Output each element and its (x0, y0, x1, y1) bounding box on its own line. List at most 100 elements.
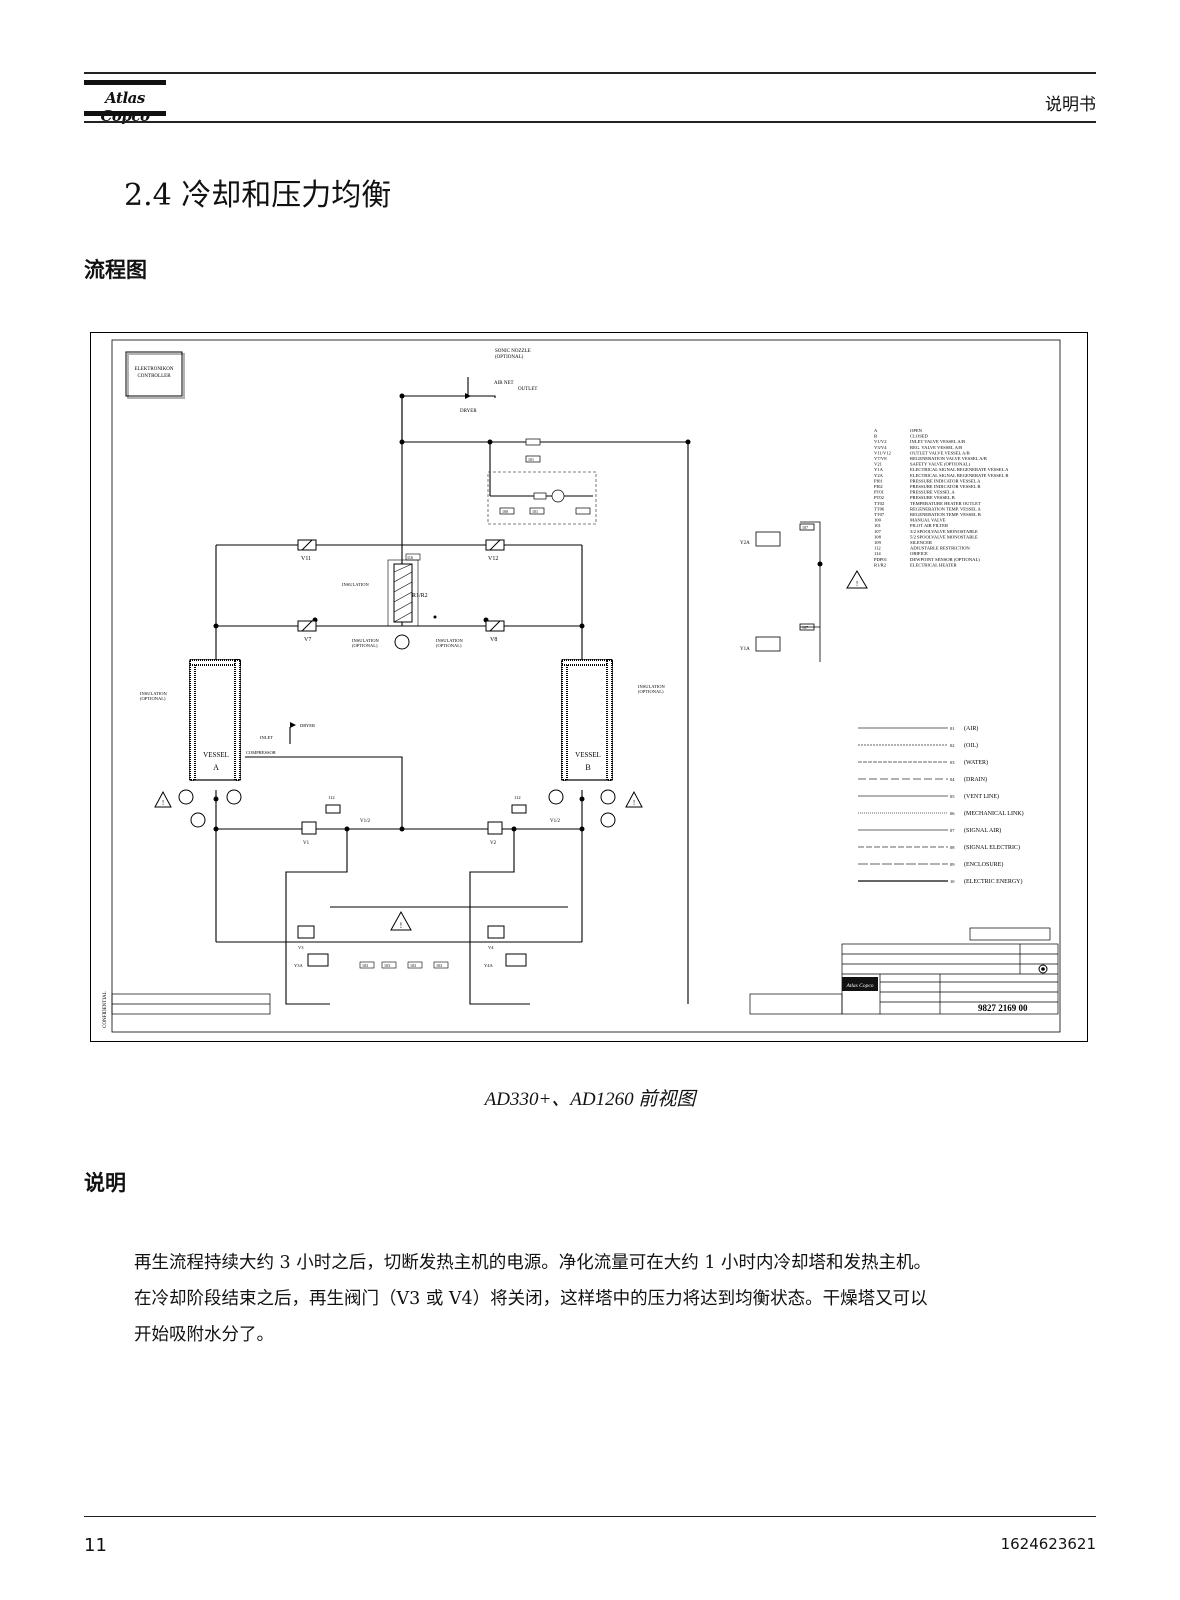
svg-text:103: 103 (436, 963, 442, 968)
svg-text:INSULATION: INSULATION (436, 638, 463, 643)
legend-description: ELECTRICAL SIGNAL REGENERATE VESSEL B (910, 473, 1008, 478)
legend-code: 108 (874, 534, 882, 539)
svg-text:Y1A: Y1A (740, 647, 750, 652)
line-type-code: 04 (950, 777, 955, 782)
page-number: 11 (84, 1535, 107, 1556)
svg-text:INSULATION: INSULATION (352, 638, 379, 643)
legend-description: OPEN (910, 428, 923, 433)
line-type-code: 03 (950, 760, 955, 765)
legend-description: SAFETY VALVE (OPTIONAL) (910, 462, 970, 467)
header-bottom-rule (84, 121, 1096, 123)
svg-text:V1: V1 (303, 841, 310, 846)
svg-text:SONIC NOZZLE: SONIC NOZZLE (495, 349, 531, 354)
description-line: 在冷却阶段结束之后，再生阀门（V3 或 V4）将关闭，这样塔中的压力将达到均衡状… (134, 1289, 928, 1309)
document-number: 1624623621 (1000, 1535, 1096, 1553)
svg-text:V3: V3 (298, 945, 304, 950)
drawing-number: 9827 2169 00 (978, 1003, 1028, 1013)
legend-description: MANUAL VALVE (910, 518, 946, 523)
legend-code: TT02 (874, 501, 885, 506)
legend-description: SILENCER (910, 540, 933, 545)
legend-code: TT07 (874, 512, 885, 517)
inlet-valves (301, 804, 527, 835)
legend-code: V21 (874, 462, 883, 467)
svg-text:V2: V2 (490, 841, 497, 846)
vessel-a (189, 659, 241, 781)
svg-text:103: 103 (362, 963, 368, 968)
enclosure-components (499, 438, 591, 515)
svg-text:(OPTIONAL): (OPTIONAL) (638, 689, 664, 694)
vessel-a-label-1: VESSEL (203, 751, 229, 759)
svg-text:!: ! (400, 921, 403, 930)
svg-text:DRYER: DRYER (300, 723, 315, 728)
svg-text:!: ! (856, 580, 858, 588)
svg-text:116: 116 (407, 555, 413, 560)
junction-dots (213, 393, 823, 832)
section-title: 2.4 冷却和压力均衡 (124, 178, 392, 213)
logo-text: Atlas Copco (100, 89, 150, 125)
line-type-legend: 01(AIR)02(OIL)03(WATER)04(DRAIN)05(VENT … (858, 725, 1024, 885)
description-heading: 说明 (84, 1171, 126, 1195)
svg-text:INLET: INLET (260, 735, 273, 740)
legend-description: PRESSURE VESSEL B (910, 495, 955, 500)
svg-text:107: 107 (802, 525, 808, 530)
diagram-outer-border (90, 332, 1088, 1042)
line-type-code: 01 (950, 726, 955, 731)
line-type-code: 02 (950, 743, 955, 748)
svg-text:DRYER: DRYER (460, 409, 477, 414)
svg-text:(OPTIONAL): (OPTIONAL) (436, 643, 462, 648)
valve-v12-label: V12 (488, 556, 498, 562)
svg-text:107: 107 (802, 625, 808, 630)
svg-text:Y3A: Y3A (294, 963, 303, 968)
legend-code: PDP01 (874, 557, 888, 562)
svg-text:112: 112 (514, 795, 521, 800)
line-type-label: (AIR) (964, 725, 978, 732)
legend-code: R1/R2 (874, 562, 887, 567)
document-type-label: 说明书 (1045, 95, 1096, 115)
purge-valves (297, 925, 527, 967)
svg-text:INSULATION: INSULATION (342, 582, 369, 587)
legend-description: ELECTRICAL SIGNAL REGENERATE VESSEL A (910, 467, 1009, 472)
svg-text:(OPTIONAL): (OPTIONAL) (140, 696, 166, 701)
svg-text:OUTLET: OUTLET (518, 387, 537, 392)
legend-description: PRESSURE INDICATOR VESSEL B (910, 484, 981, 489)
vessel-b (561, 659, 613, 781)
svg-text:101: 101 (532, 509, 538, 514)
legend-description: REGENERATION TEMP. VESSEL A (910, 506, 982, 511)
legend-code: 107 (874, 529, 882, 534)
svg-text:(OPTIONAL): (OPTIONAL) (352, 643, 378, 648)
legend-code: PI01 (874, 478, 883, 483)
flow-diagram: ELEKTRONIKON CONTROLLER (90, 332, 1088, 1042)
air-piping (215, 377, 689, 1005)
svg-text:V1/2: V1/2 (360, 819, 371, 824)
heater-r1r2 (387, 559, 419, 627)
svg-text:V4: V4 (488, 945, 494, 950)
svg-text:AIR NET: AIR NET (494, 381, 514, 386)
line-type-label: (DRAIN) (964, 776, 987, 783)
diagram-inner-border (111, 339, 1061, 1033)
line-type-label: (OIL) (964, 742, 978, 749)
legend-code: 100 (874, 518, 882, 523)
legend-description: TEMPERATURE HEATER OUTLET (910, 501, 981, 506)
svg-text:(OPTIONAL): (OPTIONAL) (495, 355, 524, 360)
heater-label: R1/R2 (412, 593, 428, 599)
legend-description: REGENERATION TEMP. VESSEL B (910, 512, 981, 517)
legend-code: V1/V2 (874, 439, 887, 444)
legend-description: PRESSURE INDICATOR VESSEL A (910, 478, 981, 483)
valve-v8-label: V8 (490, 637, 497, 643)
legend-code: B (874, 434, 877, 439)
svg-text:103: 103 (384, 963, 390, 968)
flow-chart-heading: 流程图 (84, 258, 147, 282)
controller-box (125, 351, 183, 397)
diagram-caption: AD330+、AD1260 前视图 (484, 1089, 696, 1110)
silencer-tags (359, 961, 449, 969)
line-type-code: 07 (950, 828, 955, 833)
description-line: 开始吸附水分了。 (134, 1325, 274, 1345)
line-type-label: (SIGNAL AIR) (964, 827, 1001, 834)
line-type-label: (MECHANICAL LINK) (964, 810, 1024, 817)
vessel-b-label-1: VESSEL (575, 751, 601, 759)
svg-text:101: 101 (528, 457, 534, 462)
line-type-label: (SIGNAL ELECTRIC) (964, 844, 1020, 851)
legend-description: REGENERATION VALVE VESSEL A/B (910, 456, 987, 461)
svg-text:Y4A: Y4A (484, 963, 493, 968)
